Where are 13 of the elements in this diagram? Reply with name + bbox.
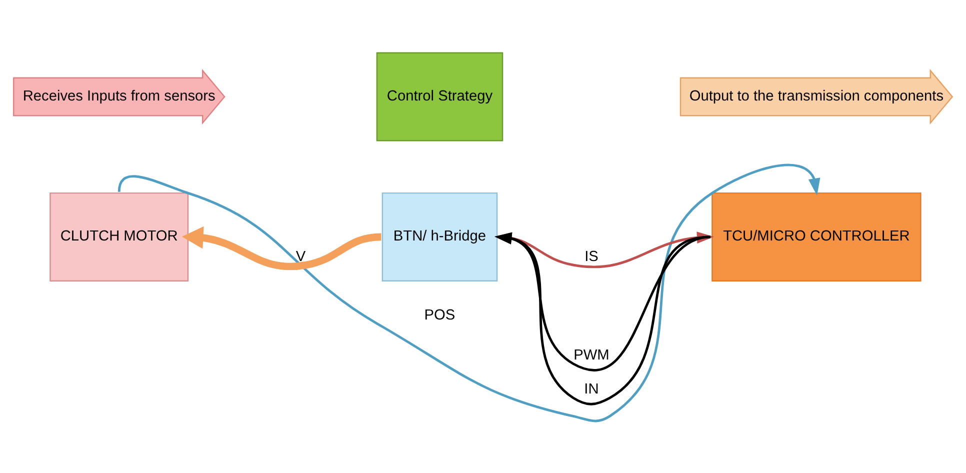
node-box: Control Strategy <box>376 52 504 141</box>
edge-label: IS <box>584 248 598 264</box>
arrow <box>494 232 711 370</box>
edge-label: IN <box>584 381 599 398</box>
edge-label: POS <box>424 306 456 323</box>
node-box: BTN/ h-Bridge <box>382 192 498 281</box>
edge-label: V <box>296 248 306 264</box>
arrow <box>494 232 711 405</box>
arrow <box>118 163 820 422</box>
node-box: TCU/MICRO CONTROLLER <box>712 192 922 281</box>
edge-label: PWM <box>574 347 610 364</box>
node-box: CLUTCH MOTOR <box>50 192 189 281</box>
arrow <box>182 226 382 270</box>
